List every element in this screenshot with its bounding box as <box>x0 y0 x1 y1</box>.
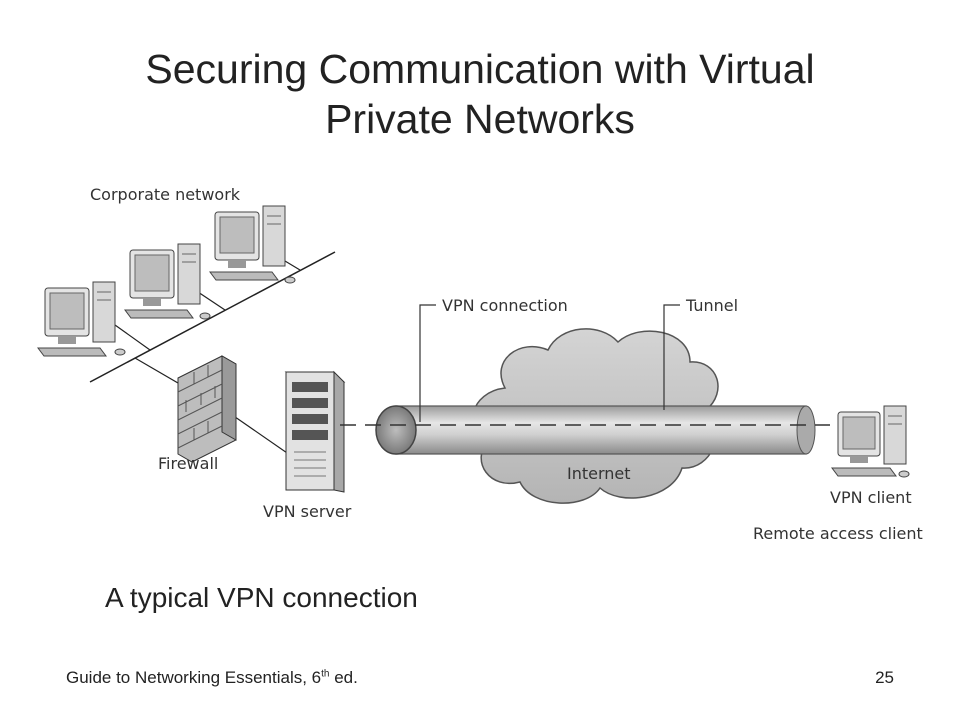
internet-label: Internet <box>567 464 631 483</box>
slide-title-line-2: Private Networks <box>325 96 635 142</box>
vpn-connection-label: VPN connection <box>442 296 568 315</box>
remote-access-client-label: Remote access client <box>753 524 923 543</box>
slide-title-line-1: Securing Communication with Virtual <box>145 46 815 92</box>
footer-text: Guide to Networking Essentials, 6 <box>66 668 322 687</box>
page-number: 25 <box>875 668 894 687</box>
slide-footer: Guide to Networking Essentials, 6th ed. <box>66 668 358 688</box>
vpn-server-label: VPN server <box>263 502 352 521</box>
footer-text-end: ed. <box>329 668 358 687</box>
corporate-computer-2 <box>124 243 211 320</box>
firewall-icon <box>177 355 237 463</box>
corporate-computer-1 <box>37 281 126 357</box>
slide-title: Securing Communication with Virtual Priv… <box>60 44 900 144</box>
vpn-connection-callout-line <box>419 304 436 422</box>
vpn-server-icon <box>284 370 346 493</box>
network-bus-line <box>89 251 336 383</box>
tunnel-label: Tunnel <box>685 296 738 315</box>
figure-caption: A typical VPN connection <box>105 582 418 613</box>
corporate-network-label: Corporate network <box>90 185 241 204</box>
vpn-client-label: VPN client <box>830 488 912 507</box>
tunnel-callout-line <box>663 304 680 410</box>
firewall-label: Firewall <box>158 454 218 473</box>
corporate-computer-3 <box>209 205 296 284</box>
footer-superscript: th <box>321 668 330 680</box>
vpn-client-computer <box>831 405 910 478</box>
vpn-tunnel-tube <box>340 405 830 455</box>
drop-line-pc-1 <box>114 324 151 351</box>
